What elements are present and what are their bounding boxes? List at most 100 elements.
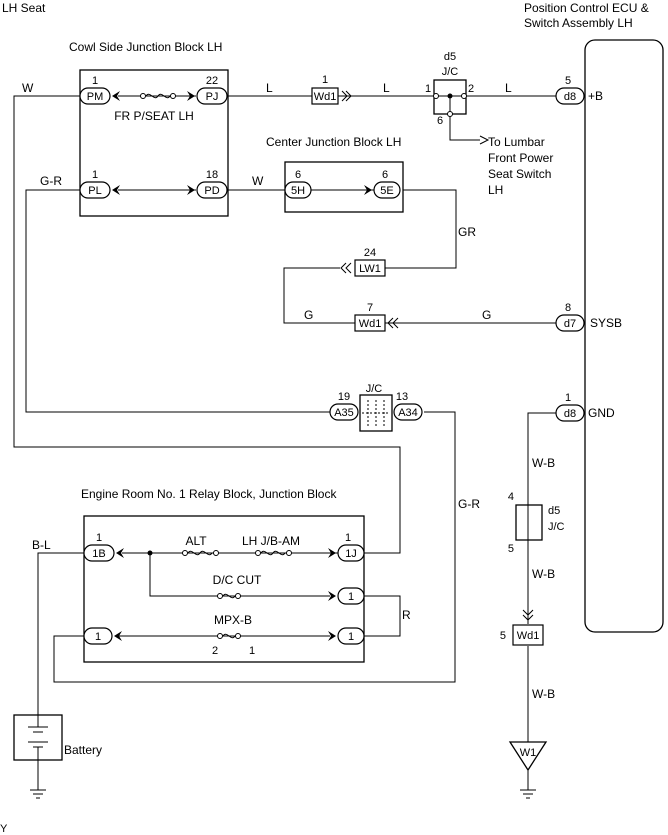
fuse-mpx-pin-left: 2 xyxy=(212,645,218,657)
connector-lw1: LW1 24 xyxy=(340,247,386,277)
svg-text:1: 1 xyxy=(348,591,354,603)
lumbar-text-2: Front Power xyxy=(488,151,553,165)
svg-text:PL: PL xyxy=(88,185,101,197)
ground-icon xyxy=(30,789,46,799)
svg-text:A34: A34 xyxy=(398,407,418,419)
svg-text:d5: d5 xyxy=(444,51,456,63)
svg-text:2: 2 xyxy=(468,83,474,95)
lumbar-text-3: Seat Switch xyxy=(488,167,551,181)
fuse-lh-jb-am xyxy=(255,550,292,556)
fuse-alt xyxy=(182,550,219,556)
connector-mpx-in: 1 xyxy=(83,627,122,645)
connector-1j: 1J 1 xyxy=(328,532,365,562)
connector-a35: A35 19 xyxy=(329,391,359,421)
terminal-plus-b: +B xyxy=(588,89,603,103)
svg-text:19: 19 xyxy=(338,391,350,403)
lumbar-text-4: LH xyxy=(488,183,503,197)
svg-text:LW1: LW1 xyxy=(359,263,381,275)
svg-text:Wd1: Wd1 xyxy=(314,91,337,103)
svg-text:7: 7 xyxy=(367,302,373,314)
wire-label-l1: L xyxy=(266,81,273,95)
terminal-sysb: SYSB xyxy=(590,316,622,330)
connector-5e: 5E 6 xyxy=(364,169,401,199)
wire-label-g-right: G xyxy=(482,308,491,322)
ecu-switch-assembly xyxy=(584,39,664,633)
fuse-lh-jb-am-label: LH J/B-AM xyxy=(242,534,300,548)
wire-label-bl: B-L xyxy=(32,538,51,552)
connector-d8-gnd: d8 1 xyxy=(555,392,585,422)
connector-wd1-top: Wd1 1 xyxy=(311,74,352,105)
ecu-title-line2: Switch Assembly LH xyxy=(524,16,633,30)
connector-dc-out: 1 xyxy=(328,587,365,605)
connector-5h: 5H 6 xyxy=(284,169,312,199)
ground-w1: W1 xyxy=(508,741,548,790)
svg-text:22: 22 xyxy=(206,75,218,87)
center-jb-title: Center Junction Block LH xyxy=(266,135,401,149)
corner-mark: Y xyxy=(0,823,8,835)
fuse-dc-cut xyxy=(217,593,241,599)
battery-label: Battery xyxy=(64,743,102,757)
splice-dot xyxy=(147,550,153,556)
fuse-dc-cut-label: D/C CUT xyxy=(213,573,262,587)
svg-text:1: 1 xyxy=(92,169,98,181)
svg-text:5: 5 xyxy=(500,630,506,642)
svg-text:Wd1: Wd1 xyxy=(517,630,540,642)
wire-label-wb3: W-B xyxy=(532,687,555,701)
wire-label-wb1: W-B xyxy=(532,456,555,470)
wires xyxy=(13,95,556,790)
svg-text:1: 1 xyxy=(565,392,571,404)
svg-text:6: 6 xyxy=(295,169,301,181)
svg-text:1: 1 xyxy=(348,631,354,643)
wire-label-w-center: W xyxy=(252,174,264,188)
svg-text:d8: d8 xyxy=(564,91,576,103)
wire-label-l2: L xyxy=(383,81,390,95)
connector-pd: PD 18 xyxy=(187,169,228,199)
svg-text:6: 6 xyxy=(437,115,443,127)
svg-text:J/C: J/C xyxy=(548,521,565,533)
ecu-title-line1: Position Control ECU & xyxy=(524,1,649,15)
svg-text:W1: W1 xyxy=(520,747,537,759)
svg-text:6: 6 xyxy=(382,169,388,181)
wire-label-gr-vertical: G-R xyxy=(458,497,480,511)
svg-text:1J: 1J xyxy=(345,548,357,560)
svg-text:5: 5 xyxy=(508,543,514,555)
svg-text:1: 1 xyxy=(425,83,431,95)
connector-1b: 1B 1 xyxy=(83,532,124,562)
connector-a34: A34 13 xyxy=(393,391,423,421)
connector-wd1-bottom: Wd1 5 xyxy=(500,609,544,646)
svg-text:PM: PM xyxy=(87,91,104,103)
svg-text:1: 1 xyxy=(92,75,98,87)
svg-text:1: 1 xyxy=(345,532,351,544)
svg-text:d5: d5 xyxy=(548,505,560,517)
lumbar-text-1: To Lumbar xyxy=(488,135,545,149)
svg-text:8: 8 xyxy=(565,302,571,314)
connector-d8-top: d8 5 xyxy=(555,75,585,105)
battery-icon xyxy=(13,714,63,761)
lh-seat-title: LH Seat xyxy=(2,1,46,15)
wire-label-r: R xyxy=(402,608,411,622)
connector-pj: PJ 22 xyxy=(187,75,228,105)
svg-text:J/C: J/C xyxy=(442,66,459,78)
connector-pl: PL 1 xyxy=(79,169,120,199)
svg-text:5H: 5H xyxy=(291,185,305,197)
svg-text:J/C: J/C xyxy=(366,383,383,395)
svg-text:A35: A35 xyxy=(334,407,354,419)
svg-text:1: 1 xyxy=(96,532,102,544)
wire-label-l3: L xyxy=(505,81,512,95)
lumbar-arrow xyxy=(479,135,490,145)
connector-wd1-mid: Wd1 7 xyxy=(354,302,399,332)
wire-label-gr-left: G-R xyxy=(40,174,62,188)
svg-text:13: 13 xyxy=(396,391,408,403)
junction-d5-bottom: 4 5 d5 J/C xyxy=(508,491,565,555)
terminal-gnd: GND xyxy=(588,406,615,420)
junction-d5-top: d5 J/C 1 2 6 xyxy=(425,51,474,127)
connector-pm: PM 1 xyxy=(79,75,120,105)
fuse-fr-pseat xyxy=(140,93,176,99)
wire-label-wb2: W-B xyxy=(532,567,555,581)
fuse-alt-label: ALT xyxy=(185,534,207,548)
engine-relay-block xyxy=(83,515,365,663)
svg-text:1: 1 xyxy=(322,74,328,86)
cowl-jb-title: Cowl Side Junction Block LH xyxy=(69,40,222,54)
svg-text:PJ: PJ xyxy=(206,91,219,103)
connector-mpx-out: 1 xyxy=(328,627,365,645)
